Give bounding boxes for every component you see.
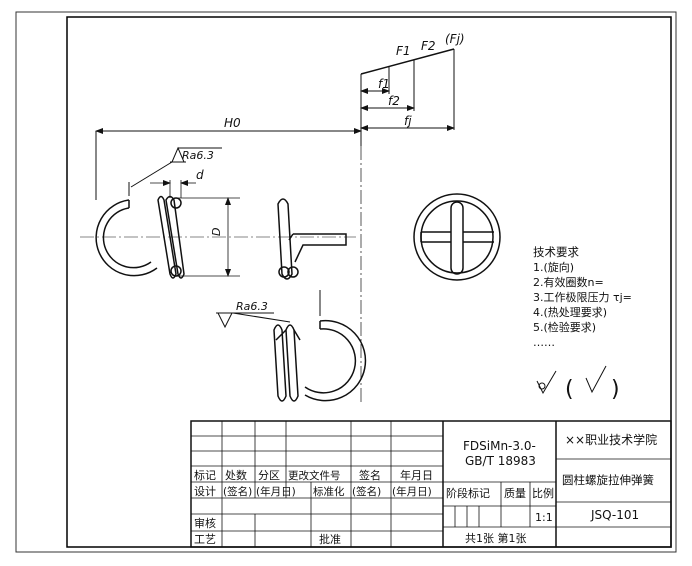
label-D: D [210, 228, 223, 236]
label-date: 年月日 [400, 468, 433, 482]
label-sign: 签名 [359, 468, 381, 482]
paren-close: ) [611, 377, 620, 402]
scale-value: 1:1 [535, 511, 553, 524]
label-f2: f2 [388, 94, 400, 108]
label-standard: 标准化 [313, 485, 345, 498]
label-date-paren-2: (年月日) [392, 485, 432, 498]
label-H0: H0 [224, 116, 241, 130]
tech-req-item-6: …… [533, 336, 555, 349]
drawing-number: JSQ-101 [590, 508, 639, 522]
outer-border [15, 11, 677, 553]
tech-req-item-1: 1.(旋向) [533, 260, 574, 274]
label-Fj: (Fj) [445, 32, 465, 46]
tech-req-title: 技术要求 [533, 245, 579, 259]
label-review: 审核 [194, 516, 216, 530]
part-name: 圆柱螺旋拉伸弹簧 [562, 473, 654, 487]
spring-end-view [413, 193, 501, 281]
label-F2: F2 [421, 39, 436, 53]
tech-req-item-3: 3.工作极限压力 τj= [533, 290, 632, 304]
force-deflection-labels: F1 F2 (Fj) f1 f2 fj H0 [224, 32, 465, 130]
label-d: d [196, 168, 204, 182]
title-block-text: FDSiMn-3.0- GB/T 18983 ××职业技术学院 圆柱螺旋拉伸弹簧… [194, 432, 657, 546]
label-count: 处数 [225, 469, 247, 482]
label-design: 设计 [194, 485, 216, 498]
label-sign-paren: (签名) [223, 485, 252, 498]
label-process: 工艺 [194, 533, 216, 546]
scale-label: 比例 [532, 486, 554, 500]
tech-req-item-2: 2.有效圈数n= [533, 275, 604, 289]
tech-req-item-5: 5.(检验要求) [533, 320, 596, 334]
label-fj: fj [404, 114, 412, 128]
force-deflection-diagram [95, 48, 455, 405]
material-line-1: FDSiMn-3.0- [463, 439, 536, 453]
mass-label: 质量 [504, 487, 526, 500]
label-date-paren: (年月日) [256, 485, 296, 498]
label-mark: 标记 [194, 468, 216, 482]
title-block-grid [190, 420, 672, 548]
roughness-label-bottom: Ra6.3 [236, 300, 268, 313]
roughness-symbol-bottom [216, 312, 291, 329]
label-sign-paren-2: (签名) [352, 485, 381, 498]
roughness-symbol-top [130, 146, 222, 188]
material-line-2: GB/T 18983 [465, 454, 536, 468]
tech-req-item-4: 4.(热处理要求) [533, 306, 607, 319]
label-zone: 分区 [258, 469, 280, 482]
spring-bottom-hook-view [273, 290, 367, 402]
label-f1: f1 [378, 77, 390, 91]
roughness-label-top: Ra6.3 [182, 149, 214, 162]
technical-requirements: 技术要求 1.(旋向) 2.有效圈数n= 3.工作极限压力 τj= 4.(热处理… [533, 245, 632, 349]
school-name: ××职业技术学院 [565, 432, 657, 447]
label-F1: F1 [396, 44, 411, 58]
stage-label: 阶段标记 [446, 486, 490, 500]
load-line [360, 48, 455, 75]
label-approve: 批准 [319, 532, 341, 546]
paren-open: ( [565, 377, 574, 402]
general-surface-symbol [536, 365, 607, 395]
spring-front-view [95, 182, 347, 280]
sheet-count: 共1张 第1张 [465, 531, 527, 545]
label-change-doc: 更改文件号 [288, 469, 341, 482]
